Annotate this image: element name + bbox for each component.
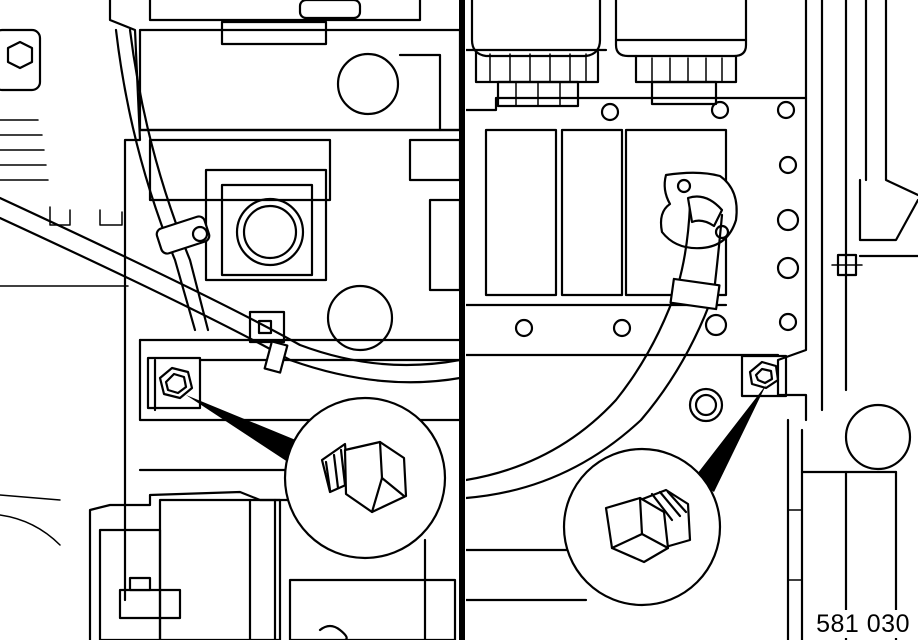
drain-plug-callout [283,396,447,560]
panel-divider [459,0,465,640]
right-side-structure [466,0,918,640]
oil-return-hose [466,171,738,500]
pointer-wedge-left [186,395,320,470]
left-panel [0,0,460,640]
left-panel-drawing [0,0,460,640]
dipstick-tube [114,28,211,332]
starter-motor [88,490,457,640]
left-edge-fins [0,119,129,546]
right-panel-drawing [466,0,918,640]
pointer-wedge-right [694,385,766,492]
drain-plug-location [146,356,202,410]
oil-filter-right [614,0,748,106]
right-panel [466,0,918,640]
drain-plug-callout [562,447,722,607]
oil-line-hose [0,196,460,384]
drain-plug-location [740,354,788,398]
oil-filter-left [466,0,608,108]
top-left-bolt [0,28,42,92]
figure-code-label: 581 030 [814,610,912,638]
